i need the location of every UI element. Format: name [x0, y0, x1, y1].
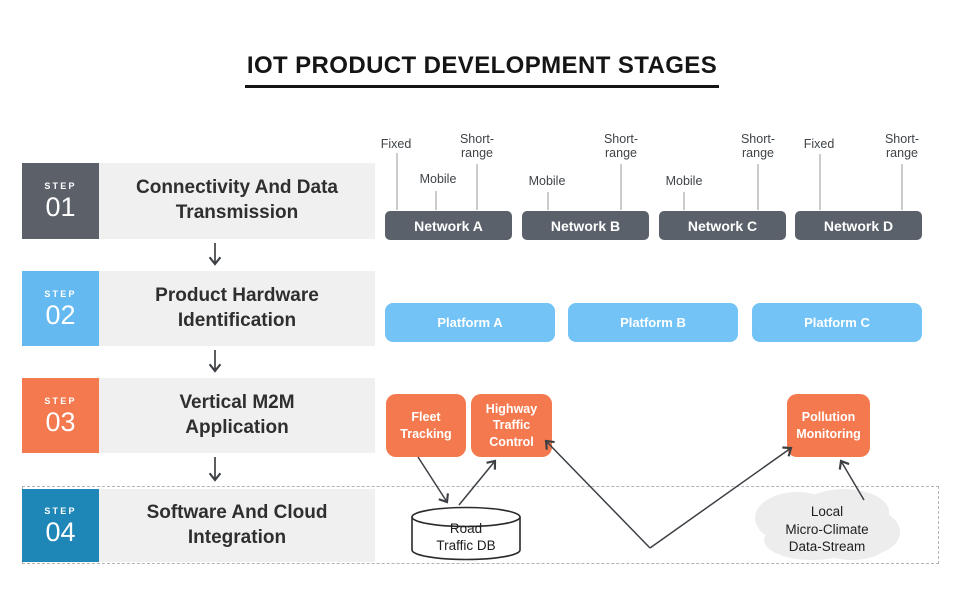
platform-b-box: Platform B — [568, 303, 738, 342]
step-row-1: STEP 01 Connectivity And Data Transmissi… — [22, 163, 375, 239]
step-3-badge: STEP 03 — [22, 378, 99, 453]
step-2-badge: STEP 02 — [22, 271, 99, 346]
network-d-box: Network D — [795, 211, 922, 240]
step-2-number: 02 — [45, 299, 76, 330]
network-d-label-fixed: Fixed — [803, 137, 835, 151]
network-b-label-short-range: Short- range — [603, 132, 639, 160]
network-c-label-short-range: Short- range — [740, 132, 776, 160]
network-a-label-short-range: Short- range — [459, 132, 495, 160]
app-fleet-tracking-box: Fleet Tracking — [386, 394, 466, 457]
platform-c-box: Platform C — [752, 303, 922, 342]
database-label: Road Traffic DB — [436, 521, 496, 553]
step-row-3: STEP 03 Vertical M2M Application — [22, 378, 375, 453]
step-4-tag: STEP — [44, 505, 77, 516]
step-2-label: Product Hardware Identification — [99, 271, 375, 346]
step-1-tag: STEP — [44, 181, 77, 191]
step-1-badge: STEP 01 — [22, 163, 99, 239]
step-4-number: 04 — [45, 516, 76, 547]
step-2-tag: STEP — [44, 288, 77, 299]
network-c-box: Network C — [659, 211, 786, 240]
step-4-badge: STEP 04 — [22, 489, 99, 562]
network-a-label-mobile: Mobile — [419, 172, 457, 186]
network-a-box: Network A — [385, 211, 512, 240]
network-b-label-mobile: Mobile — [528, 174, 566, 188]
step-4-label: Software And Cloud Integration — [99, 489, 375, 562]
cloud-label: Local Micro-Climate Data-Stream — [785, 504, 869, 555]
step-1-label: Connectivity And Data Transmission — [99, 163, 375, 239]
database-cylinder-icon — [411, 506, 521, 561]
step-row-4: STEP 04 Software And Cloud Integration — [22, 489, 375, 562]
app-highway-traffic-control-box: Highway Traffic Control — [471, 394, 552, 457]
step-row-2: STEP 02 Product Hardware Identification — [22, 271, 375, 346]
network-b-box: Network B — [522, 211, 649, 240]
network-c-label-mobile: Mobile — [665, 174, 703, 188]
step-3-label: Vertical M2M Application — [99, 378, 375, 453]
network-a-label-fixed: Fixed — [380, 137, 412, 151]
step-3-tag: STEP — [44, 395, 77, 406]
step-1-number: 01 — [45, 192, 76, 222]
network-d-label-short-range: Short- range — [884, 132, 920, 160]
network-label-lines — [396, 153, 903, 210]
page-title: IOT PRODUCT DEVELOPMENT STAGES — [244, 52, 720, 88]
step-3-number: 03 — [45, 406, 76, 437]
platform-a-box: Platform A — [385, 303, 555, 342]
title-wrap: IOT PRODUCT DEVELOPMENT STAGES — [0, 52, 964, 88]
app-pollution-monitoring-box: Pollution Monitoring — [787, 394, 870, 457]
